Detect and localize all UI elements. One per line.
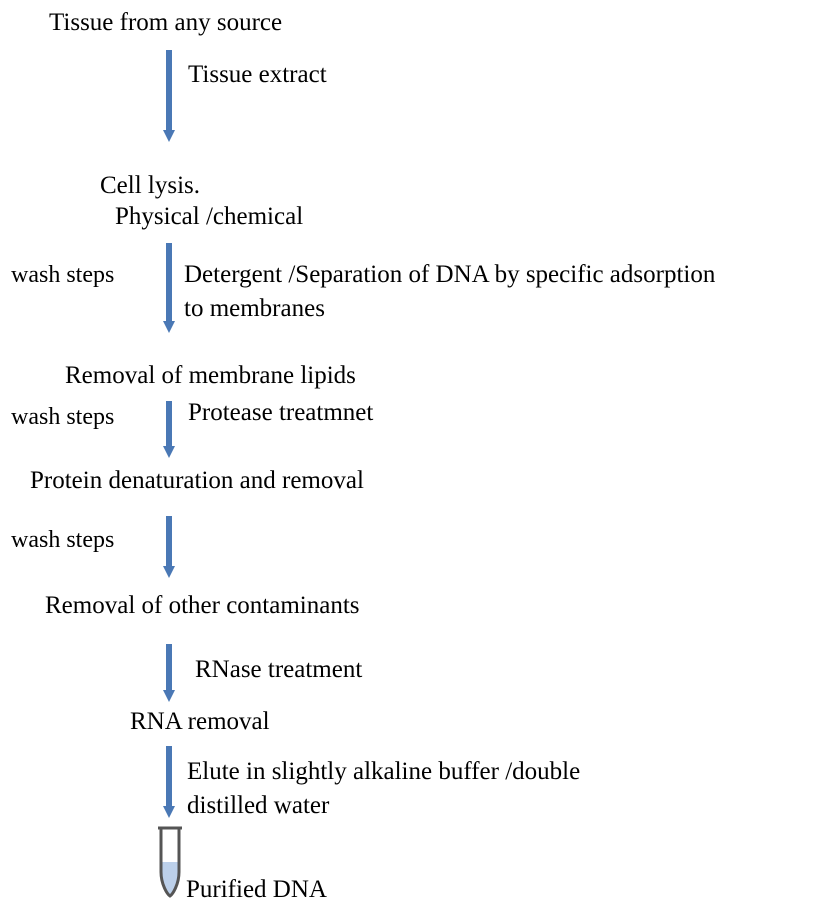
step-other-contaminants: Removal of other contaminants [45, 592, 360, 619]
label-protease: Protease treatmnet [188, 399, 374, 426]
wash-steps-label-3: wash steps [11, 527, 115, 553]
arrow-5 [163, 644, 175, 702]
label-detergent-line2: to membranes [184, 295, 325, 322]
arrow-3 [163, 401, 175, 458]
step-protein-removal: Protein denaturation and removal [30, 467, 364, 494]
label-elute-line1: Elute in slightly alkaline buffer /doubl… [187, 758, 581, 785]
wash-steps-label-2: wash steps [11, 404, 115, 430]
tube-icon [152, 826, 188, 898]
arrow-2 [163, 243, 175, 333]
step-purified-dna: Purified DNA [186, 876, 327, 903]
step-membrane-lipids: Removal of membrane lipids [65, 362, 356, 389]
label-tissue-extract: Tissue extract [188, 61, 327, 88]
arrow-4 [163, 516, 175, 578]
step-physical-chemical: Physical /chemical [115, 203, 304, 230]
arrow-6 [163, 746, 175, 818]
arrow-1 [163, 50, 175, 142]
step-rna-removal: RNA removal [130, 708, 270, 735]
label-elute-line2: distilled water [187, 792, 330, 819]
step-tissue-source: Tissue from any source [49, 9, 283, 36]
step-cell-lysis: Cell lysis. [100, 172, 201, 199]
label-detergent-line1: Detergent /Separation of DNA by specific… [184, 261, 716, 288]
wash-steps-label-1: wash steps [11, 262, 115, 288]
label-rnase: RNase treatment [195, 656, 363, 683]
